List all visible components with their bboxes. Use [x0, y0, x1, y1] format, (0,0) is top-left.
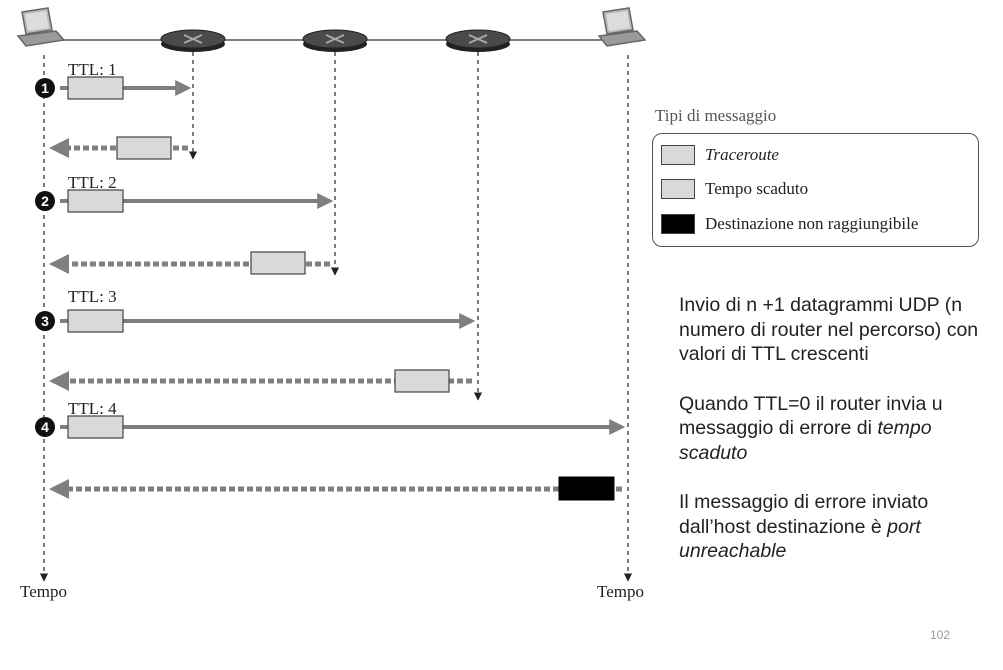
- legend-swatch-unreachable: [661, 214, 695, 234]
- traceroute-packet-3: [67, 309, 124, 333]
- note-udp-datagrams: Invio di n +1 datagrammi UDP (n numero d…: [679, 294, 979, 365]
- note-time-exceeded: Quando TTL=0 il router invia u messaggio…: [679, 392, 1003, 466]
- legend-swatch-traceroute: [661, 145, 695, 165]
- step-number-1: 1: [41, 80, 49, 96]
- legend-swatch-time-exceeded: [661, 179, 695, 199]
- note-port-unreachable-text: Il messaggio di errore inviato dall’host…: [679, 491, 929, 538]
- note-port-unreachable: Il messaggio di errore inviato dall’host…: [679, 490, 1003, 564]
- ttl-label-1: TTL: 1: [68, 60, 117, 79]
- legend: Traceroute Tempo scaduto Destinazione no…: [652, 133, 979, 247]
- step-marker-3: [35, 311, 55, 331]
- time-exceeded-packet-2: [250, 251, 306, 275]
- ttl-label-2: TTL: 2: [68, 173, 117, 192]
- traceroute-packet-2: [67, 189, 124, 213]
- legend-item-unreachable: Destinazione non raggiungibile: [661, 213, 918, 235]
- ttl-label-4: TTL: 4: [68, 399, 117, 418]
- time-exceeded-packet-1: [116, 136, 172, 160]
- router-3-icon: [445, 29, 511, 52]
- time-label-left: Tempo: [20, 582, 67, 601]
- step-number-2: 2: [41, 193, 49, 209]
- router-2-icon: [302, 29, 368, 52]
- page-number: 102: [930, 628, 951, 642]
- destination-host-icon: [597, 7, 647, 47]
- traceroute-packet-1: [67, 76, 124, 100]
- step-marker-1: [35, 78, 55, 98]
- traceroute-diagram: TTL: 1 1 TTL: 2 2 TTL: 3 3 TTL: 4 4 Temp…: [16, 7, 647, 601]
- time-label-right: Tempo: [597, 582, 644, 601]
- note-port-unreachable-italic: port unreachable: [679, 515, 921, 563]
- step-marker-4: [35, 417, 55, 437]
- legend-label-traceroute: Traceroute: [705, 145, 779, 164]
- explanation-notes: Invio di n +1 datagrammi UDP (n numero d…: [679, 293, 1003, 589]
- traceroute-packet-4: [67, 415, 124, 439]
- source-host-icon: [16, 7, 66, 47]
- legend-title: Tipi di messaggio: [655, 106, 777, 125]
- note-time-exceeded-text: Quando TTL=0 il router invia u messaggio…: [679, 392, 943, 440]
- legend-label-time-exceeded: Tempo scaduto: [705, 179, 809, 198]
- note-time-exceeded-italic: tempo scaduto: [679, 417, 932, 464]
- time-exceeded-packet-3: [394, 369, 450, 393]
- ttl-label-3: TTL: 3: [68, 287, 117, 306]
- step-number-3: 3: [41, 313, 49, 329]
- legend-item-time-exceeded: Tempo scaduto: [661, 178, 808, 200]
- step-number-4: 4: [41, 419, 49, 435]
- router-1-icon: [160, 29, 226, 52]
- legend-label-unreachable: Destinazione non raggiungibile: [705, 214, 919, 233]
- step-marker-2: [35, 191, 55, 211]
- unreachable-packet-4: [558, 476, 615, 501]
- legend-item-traceroute: Traceroute: [661, 144, 779, 166]
